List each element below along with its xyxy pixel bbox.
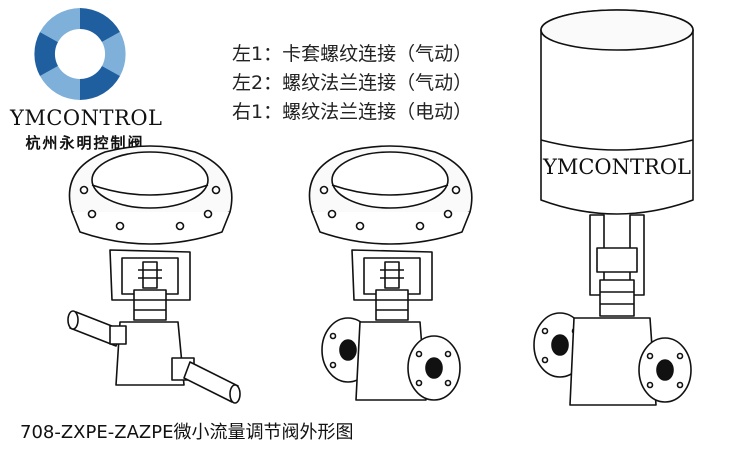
legend-line-left2: 左2：螺纹法兰连接（气动） xyxy=(232,72,473,94)
actuator-brand-label: YMCONTROL xyxy=(542,155,691,179)
figure-caption: 708-ZXPE-ZAZPE微小流量调节阀外形图 xyxy=(20,422,354,443)
legend-line-right1: 右1：螺纹法兰连接（电动） xyxy=(232,101,473,123)
connection-legend: 左1：卡套螺纹连接（气动） 左2：螺纹法兰连接（气动） 右1：螺纹法兰连接（电动… xyxy=(232,40,472,127)
valve-compression-pneumatic xyxy=(67,145,241,404)
valve-flange-pneumatic xyxy=(308,145,473,401)
logo-brand-text: YMCONTROL xyxy=(10,106,163,130)
valve-flange-electric xyxy=(533,9,694,406)
legend-line-left1: 左1：卡套螺纹连接（气动） xyxy=(232,43,473,65)
logo-swirl-icon xyxy=(34,8,126,100)
company-logo: YMCONTROL 杭州永明控制阀 xyxy=(10,4,162,154)
logo-company-name: 杭州永明控制阀 xyxy=(25,134,145,152)
